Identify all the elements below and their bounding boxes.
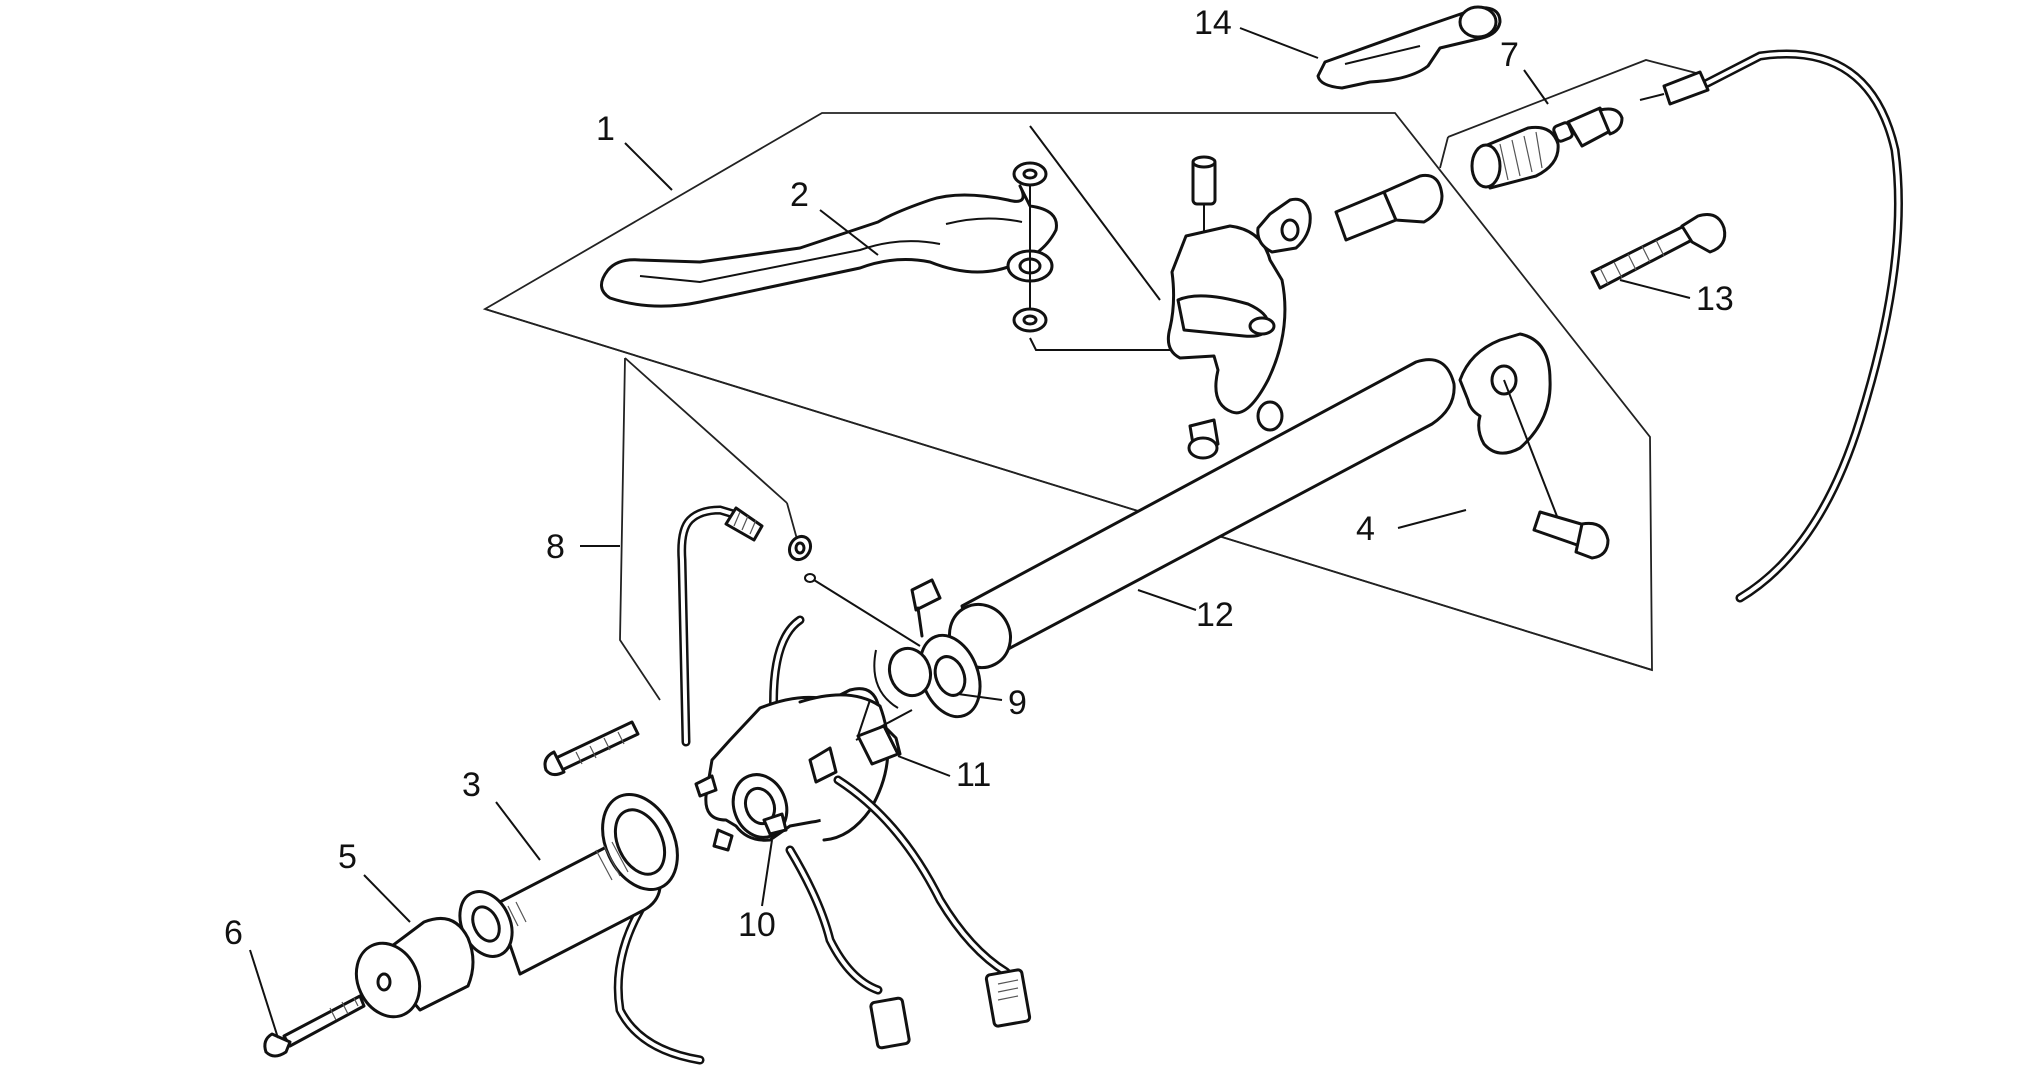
group-frame-lever-assembly [482, 112, 1653, 672]
part-lever-bracket [1166, 155, 1287, 460]
part-clamp [1458, 332, 1610, 560]
part-bolt-13 [1590, 213, 1727, 290]
callout-9: 9 [1008, 684, 1027, 722]
callout-7: 7 [1500, 36, 1519, 74]
group-frame-switch-wiring [619, 357, 801, 701]
part-hose [677, 505, 921, 747]
part-grip-cover [1316, 5, 1502, 90]
part-pivot-washers [1012, 125, 1172, 351]
callout-10: 10 [738, 906, 776, 944]
part-bolt-6 [263, 994, 366, 1058]
callout-8: 8 [546, 528, 565, 566]
callout-4: 4 [1356, 510, 1375, 548]
callout-3: 3 [462, 766, 481, 804]
callout-13: 13 [1696, 280, 1734, 318]
part-wiring-leads [613, 775, 1032, 1065]
callout-6: 6 [224, 914, 243, 952]
callout-1: 1 [596, 110, 615, 148]
callout-11: 11 [956, 756, 991, 794]
callout-5: 5 [338, 838, 357, 876]
part-lever [600, 184, 1058, 308]
part-switch-11 [856, 699, 902, 766]
callout-14: 14 [1194, 4, 1232, 42]
group-frame-cable [1439, 59, 1701, 169]
part-adjuster-boot [1256, 173, 1444, 254]
part-grip [458, 792, 679, 976]
part-bar-end [354, 917, 475, 1019]
part-screw-10 [543, 720, 640, 777]
callout-12: 12 [1196, 596, 1234, 634]
callout-leaders [249, 27, 1691, 1039]
part-throttle-pulley [873, 578, 982, 719]
callout-2: 2 [790, 176, 809, 214]
part-throttle-cable [1470, 49, 1903, 603]
